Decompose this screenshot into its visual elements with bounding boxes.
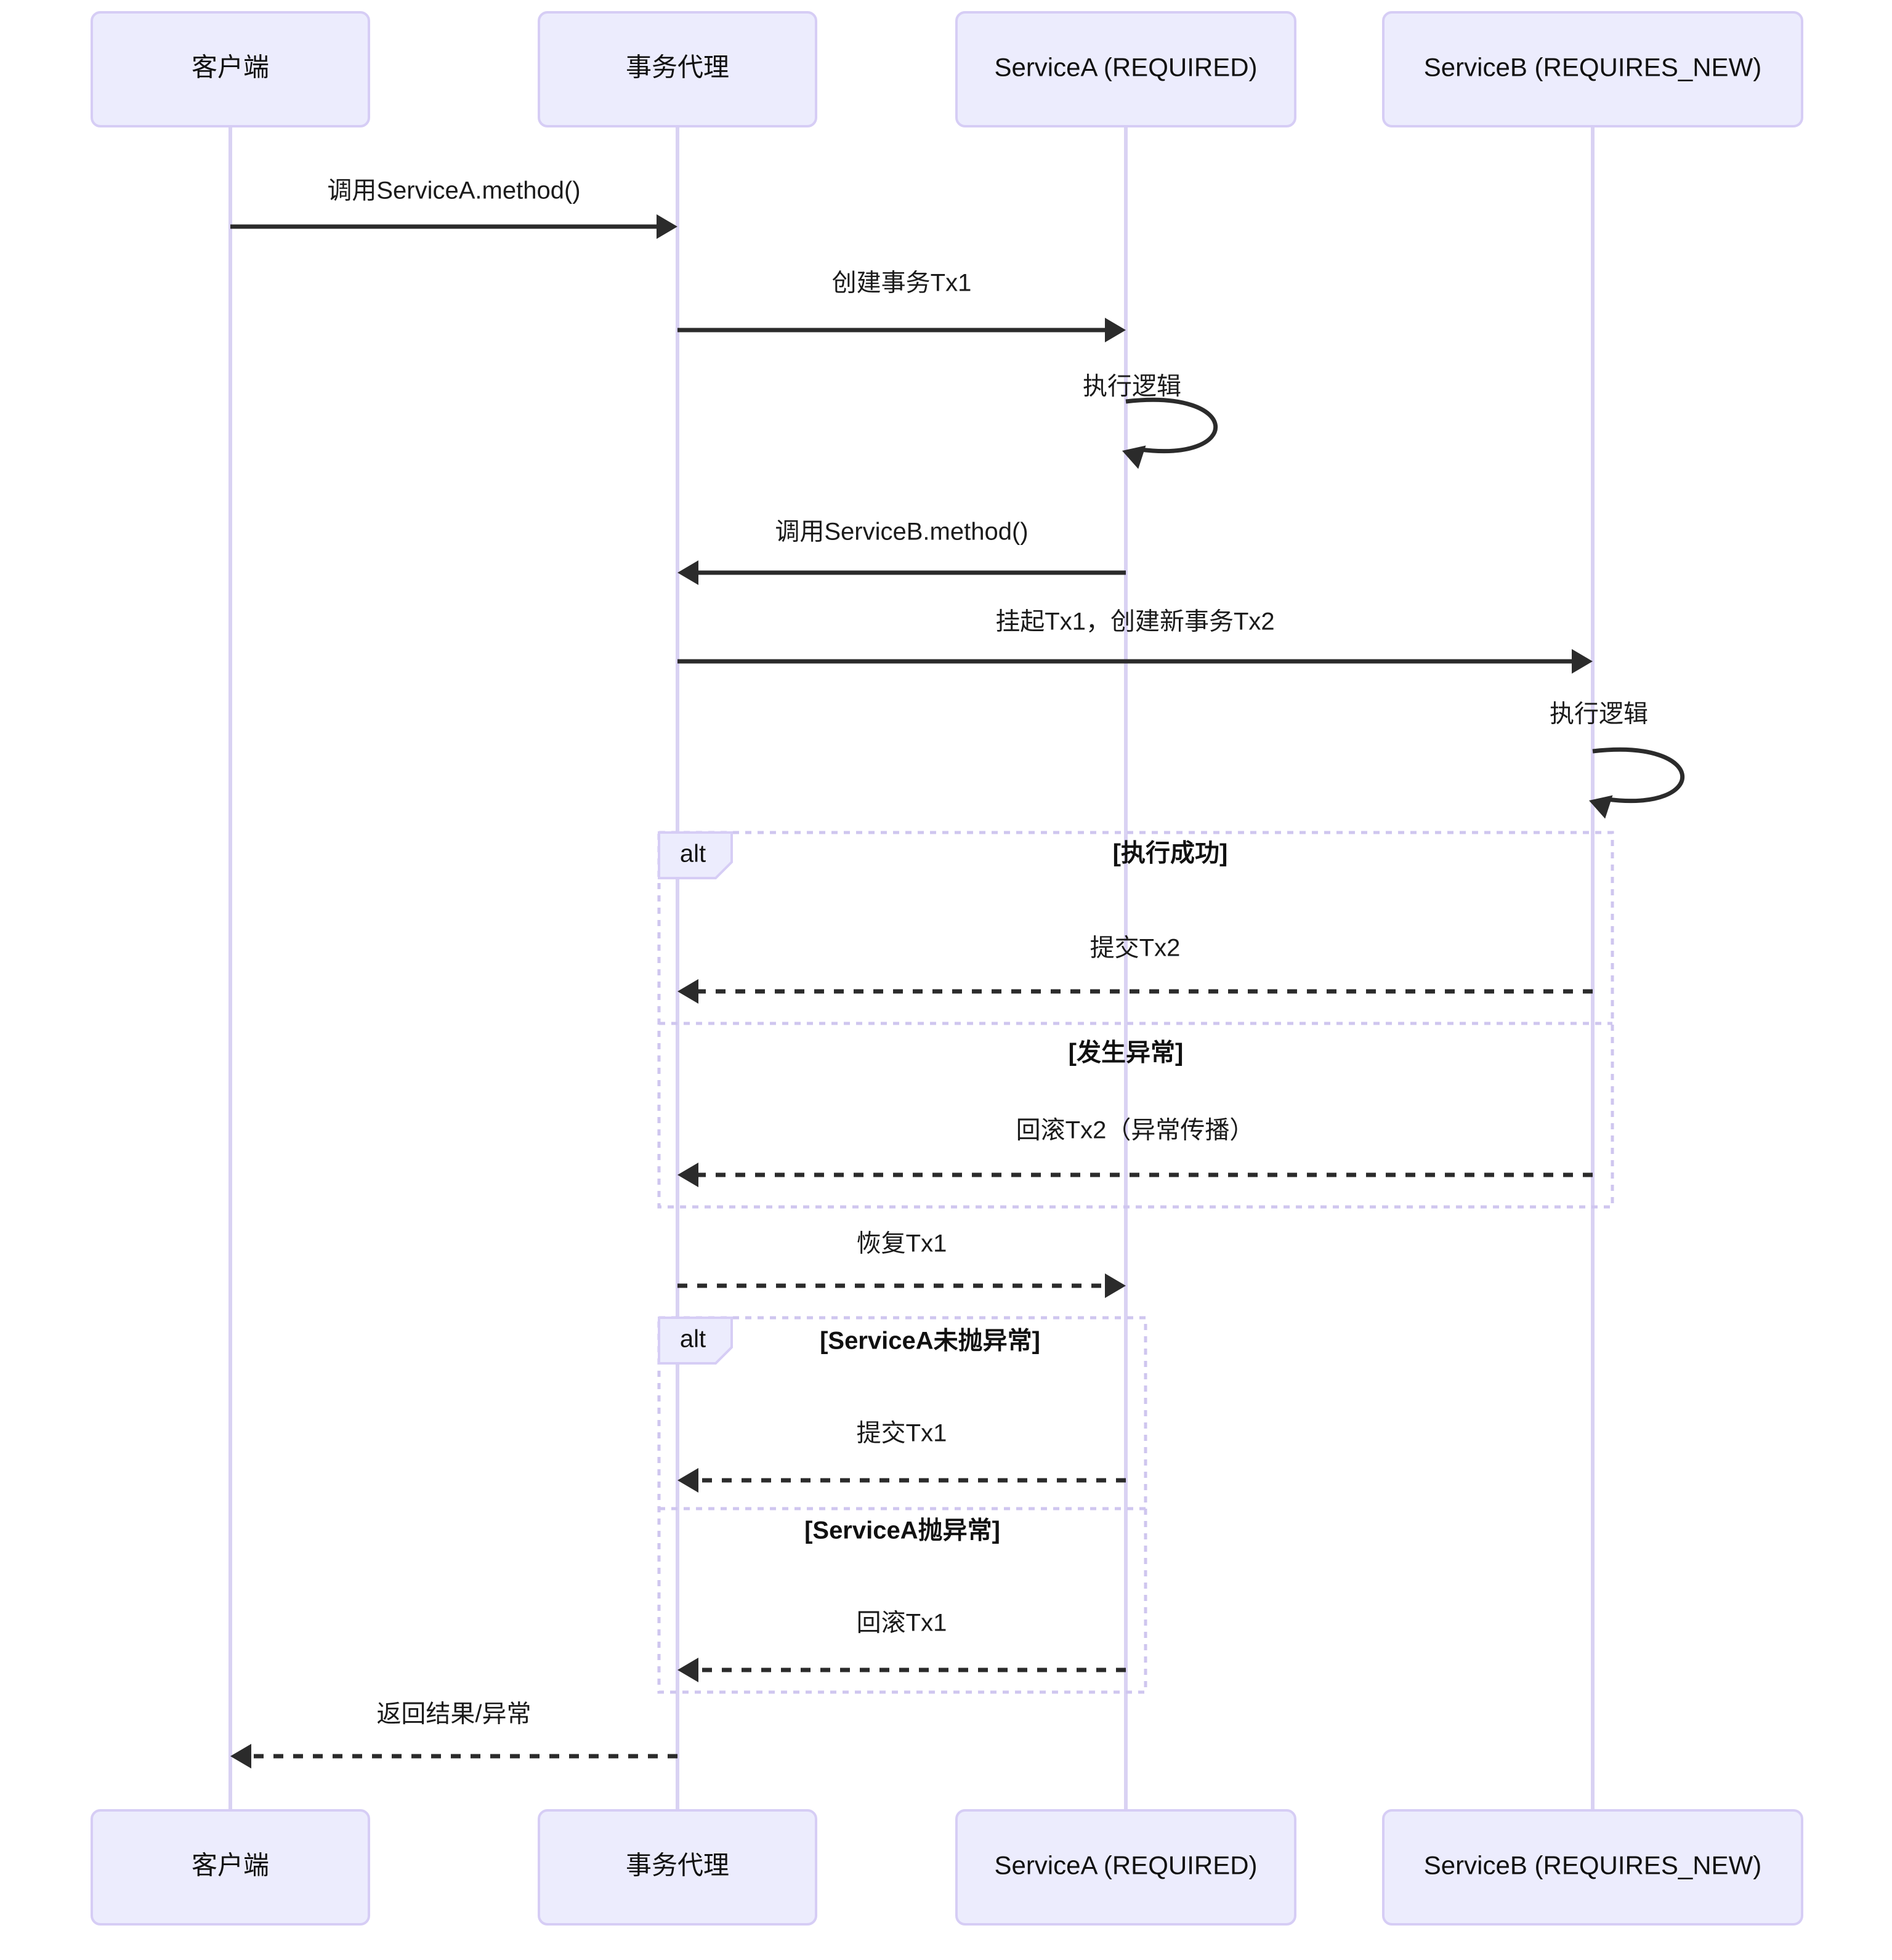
participants-bottom-group: 客户端 事务代理 ServiceA (REQUIRED) ServiceB (REQU… <box>91 1809 1803 1926</box>
participant-box-serviceA-top[interactable] <box>955 11 1296 127</box>
message-label-m10: 提交Tx1 <box>857 1420 947 1447</box>
fragment-tag-label-alt1: alt <box>680 841 706 868</box>
message-label-m11: 回滚Tx1 <box>857 1610 947 1637</box>
participant-label-serviceA-top: ServiceA (REQUIRED) <box>994 53 1257 82</box>
fragment-tag-box-alt1 <box>658 831 733 879</box>
message-arrowhead-m10 <box>677 1468 698 1493</box>
participant-box-client-bottom[interactable] <box>91 1809 370 1926</box>
fragment-tag-box-alt2 <box>658 1317 733 1365</box>
participant-label-proxy-top: 事务代理 <box>626 53 729 82</box>
self-message-arc-m6 <box>1592 747 1684 804</box>
message-arrowhead-m7 <box>677 979 698 1004</box>
message-label-m1: 调用ServiceA.method() <box>327 177 580 204</box>
fragment-condition-alt2-1: [ServiceA抛异常] <box>804 1517 1000 1544</box>
participants-top-group: 客户端 事务代理 ServiceA (REQUIRED) ServiceB (REQU… <box>91 11 1803 127</box>
participant-box-proxy-top[interactable] <box>538 11 817 127</box>
message-label-m2: 创建事务Tx1 <box>832 270 972 297</box>
message-label-m5: 挂起Tx1，创建新事务Tx2 <box>995 608 1274 635</box>
participant-label-client-top: 客户端 <box>192 53 269 82</box>
lifelines-group <box>228 126 1595 1810</box>
message-label-m6: 执行逻辑 <box>1550 701 1648 728</box>
message-label-m12: 返回结果/异常 <box>376 1701 531 1728</box>
message-arrowhead-m11 <box>677 1658 698 1682</box>
message-arrowhead-m12 <box>230 1744 251 1768</box>
message-arrowhead-m9 <box>1105 1273 1126 1298</box>
self-message-arrowhead-m3 <box>1122 445 1146 469</box>
participant-box-serviceB-top[interactable] <box>1382 11 1803 127</box>
message-arrowhead-m2 <box>1105 318 1126 342</box>
message-label-m9: 恢复Tx1 <box>857 1230 947 1257</box>
fragment-condition-alt2-0: [ServiceA未抛异常] <box>820 1328 1040 1355</box>
message-arrowhead-m4 <box>677 560 698 585</box>
fragments-group: [执行成功] [发生异常] alt [ServiceA未抛异常] [ServiceA抛异… <box>657 831 1614 1694</box>
participant-box-client-top[interactable] <box>91 11 370 127</box>
participant-box-serviceA-bottom[interactable] <box>955 1809 1296 1926</box>
fragment-condition-alt1-1: [发生异常] <box>1069 1039 1184 1067</box>
message-arrowhead-m5 <box>1572 649 1593 674</box>
participant-label-serviceB-bottom: ServiceB (REQUIRES_NEW) <box>1424 1851 1761 1880</box>
messages-group: 调用ServiceA.method()创建事务Tx1执行逻辑调用ServiceB… <box>230 177 1684 1768</box>
participant-label-proxy-bottom: 事务代理 <box>626 1851 729 1880</box>
participant-box-proxy-bottom[interactable] <box>538 1809 817 1926</box>
fragment-alt1 <box>657 831 1614 1209</box>
fragment-condition-alt1-0: [执行成功] <box>1113 840 1228 867</box>
participant-box-serviceB-bottom[interactable] <box>1382 1809 1803 1926</box>
message-arrowhead-m1 <box>657 214 677 239</box>
self-message-arc-m3 <box>1125 397 1218 454</box>
self-message-arrowhead-m6 <box>1589 795 1613 819</box>
message-label-m7: 提交Tx2 <box>1090 935 1181 962</box>
message-label-m4: 调用ServiceB.method() <box>775 518 1028 546</box>
message-arrowhead-m8 <box>677 1163 698 1187</box>
fragment-tag-label-alt2: alt <box>680 1326 706 1353</box>
participant-label-serviceB-top: ServiceB (REQUIRES_NEW) <box>1424 53 1761 82</box>
message-label-m3: 执行逻辑 <box>1083 373 1181 400</box>
participant-label-client-bottom: 客户端 <box>192 1851 269 1880</box>
message-label-m8: 回滚Tx2（异常传播） <box>1016 1117 1255 1144</box>
participant-label-serviceA-bottom: ServiceA (REQUIRED) <box>994 1851 1257 1880</box>
